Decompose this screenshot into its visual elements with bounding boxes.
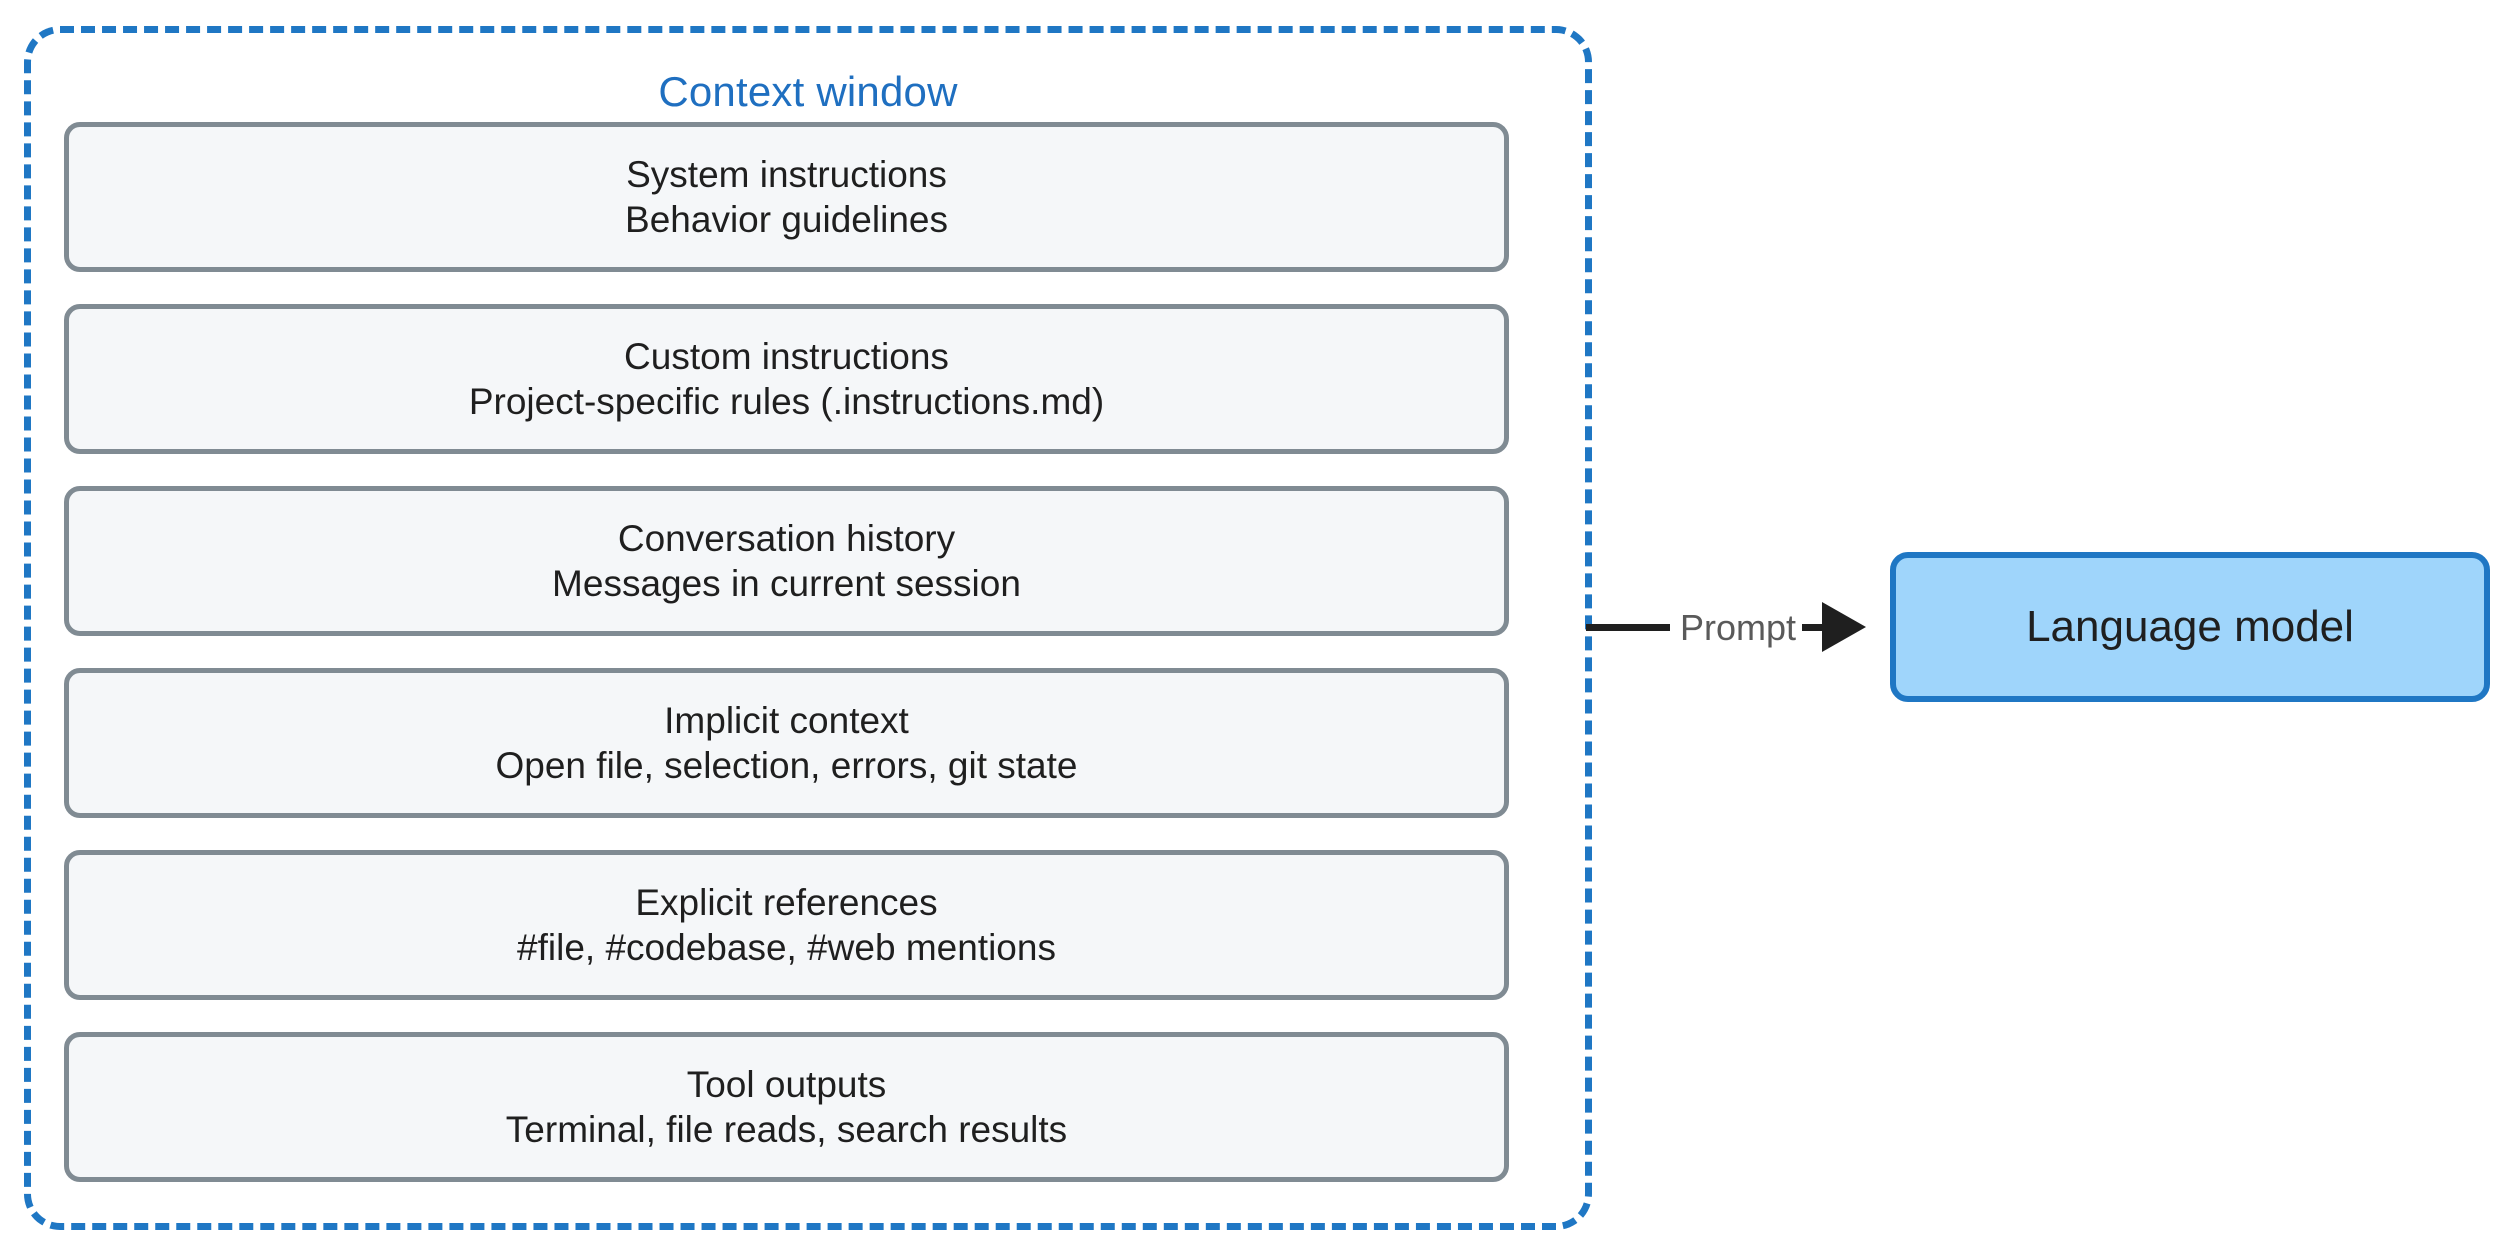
- arrow-right-icon: [1822, 602, 1866, 652]
- context-slot-implicit-context: Implicit context Open file, selection, e…: [64, 668, 1509, 818]
- slot-subtitle: Behavior guidelines: [625, 199, 948, 240]
- slot-subtitle: Open file, selection, errors, git state: [495, 745, 1078, 786]
- prompt-connector: Prompt: [1586, 598, 1876, 658]
- context-slot-conversation-history: Conversation history Messages in current…: [64, 486, 1509, 636]
- context-slot-list: System instructions Behavior guidelines …: [64, 122, 1509, 1182]
- context-slot-custom-instructions: Custom instructions Project-specific rul…: [64, 304, 1509, 454]
- context-slot-explicit-references: Explicit references #file, #codebase, #w…: [64, 850, 1509, 1000]
- language-model-label: Language model: [2026, 602, 2354, 651]
- connector-line-segment: [1586, 624, 1670, 631]
- slot-title: Explicit references: [635, 881, 938, 923]
- slot-subtitle: #file, #codebase, #web mentions: [517, 927, 1056, 968]
- language-model-node: Language model: [1890, 552, 2490, 702]
- connector-label: Prompt: [1679, 607, 1797, 648]
- context-slot-tool-outputs: Tool outputs Terminal, file reads, searc…: [64, 1032, 1509, 1182]
- slot-subtitle: Project-specific rules (.instructions.md…: [468, 381, 1105, 422]
- slot-title: Implicit context: [664, 699, 909, 741]
- connector-line-segment: [1802, 624, 1826, 631]
- slot-title: Tool outputs: [686, 1063, 887, 1105]
- slot-title: System instructions: [626, 153, 947, 195]
- slot-subtitle: Terminal, file reads, search results: [505, 1109, 1068, 1150]
- context-window-title: Context window: [658, 68, 958, 115]
- slot-title: Custom instructions: [624, 335, 949, 377]
- slot-subtitle: Messages in current session: [552, 563, 1021, 604]
- context-slot-system-instructions: System instructions Behavior guidelines: [64, 122, 1509, 272]
- slot-title: Conversation history: [617, 517, 956, 559]
